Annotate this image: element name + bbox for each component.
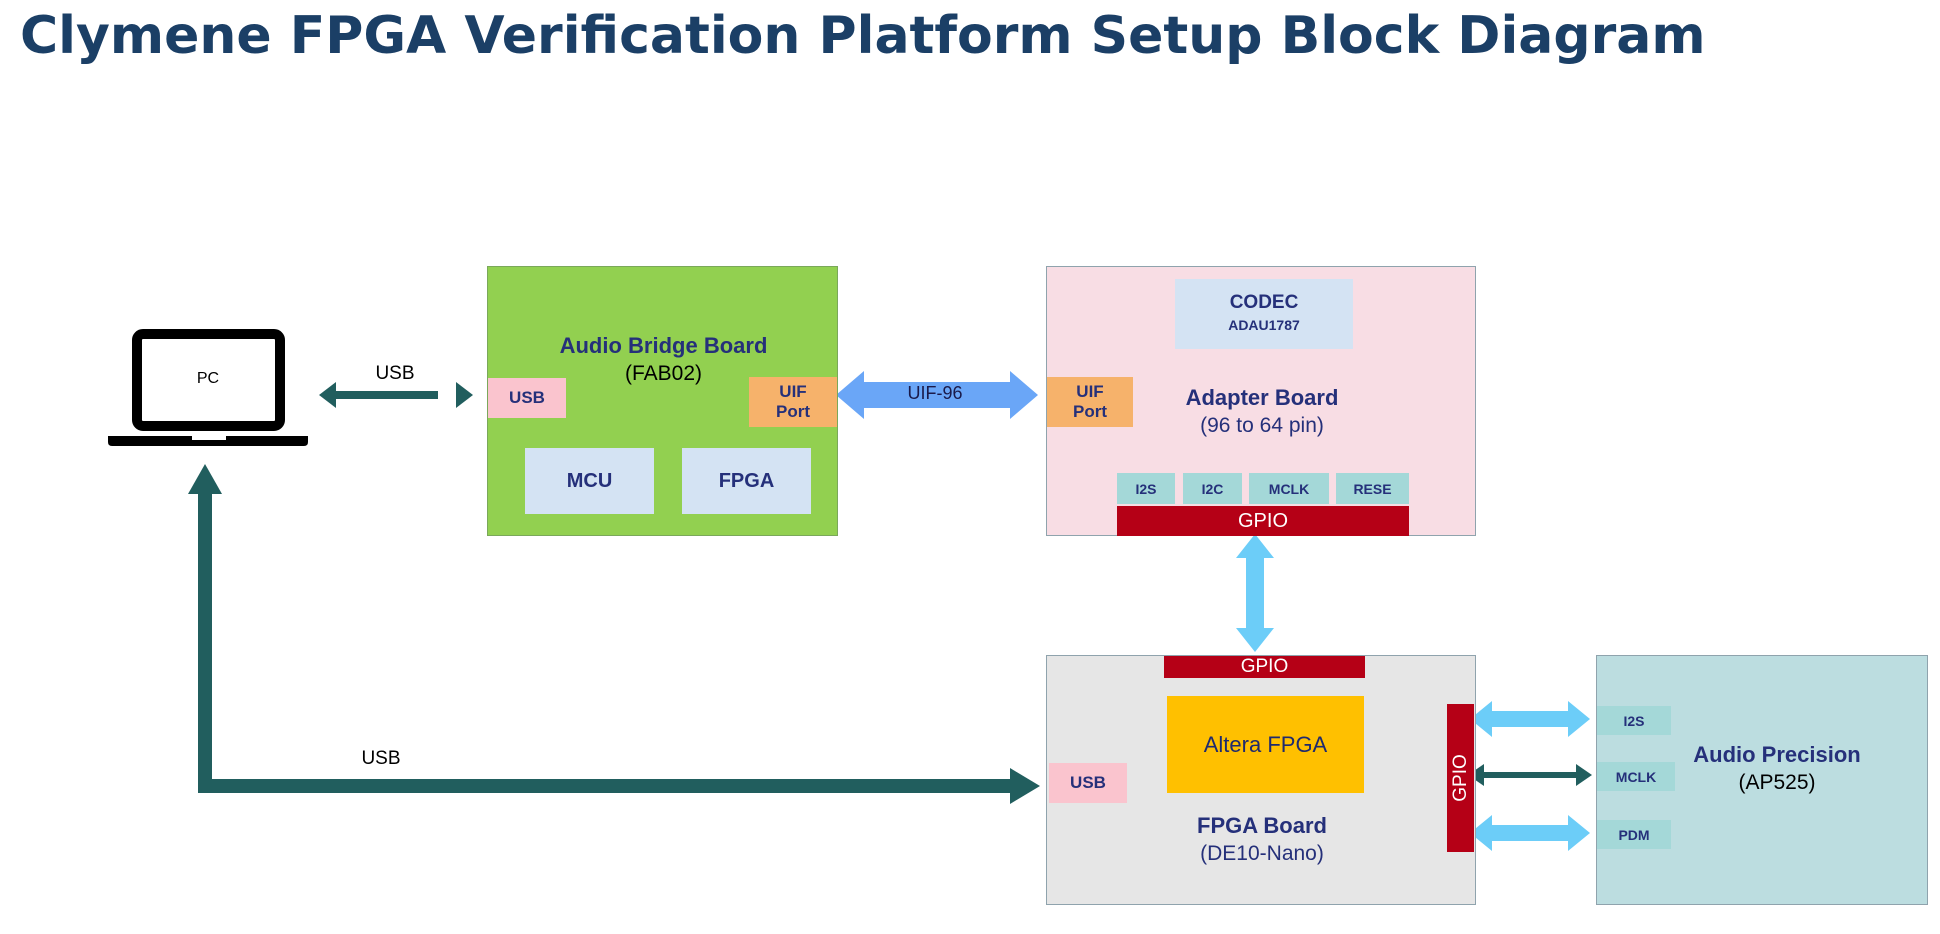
bridge-board-subtitle: (FAB02) [624, 362, 703, 385]
usb-arrow-pc-fpga [188, 464, 1040, 804]
codec-block[interactable]: CODEC ADAU1787 [1175, 279, 1353, 349]
fpga-board-title: FPGA Board [1197, 813, 1327, 838]
adapter-gpio-label: GPIO [1237, 509, 1288, 532]
adapter-uif-port[interactable]: UIF Port [1047, 377, 1133, 427]
ap-signal-pdm[interactable]: PDM [1597, 820, 1671, 849]
adapter-signal-i2s-label: I2S [1135, 480, 1157, 497]
audio-bridge-board[interactable]: Audio Bridge Board (FAB02) USB UIF Port … [487, 266, 838, 536]
ap-signal-mclk[interactable]: MCLK [1597, 762, 1675, 791]
altera-fpga-label: Altera FPGA [1203, 731, 1328, 757]
fpga-usb-label: USB [1070, 773, 1106, 792]
fpga-gpio-top-header[interactable]: GPIO [1164, 656, 1365, 678]
adapter-signal-i2c[interactable]: I2C [1183, 473, 1242, 504]
audio-precision[interactable]: Audio Precision (AP525) I2S MCLK PDM [1596, 655, 1928, 905]
pdm-arrow [1470, 815, 1590, 851]
fpga-gpio-top-label: GPIO [1240, 656, 1289, 677]
codec-label: CODEC [1229, 292, 1299, 313]
bridge-usb-label: USB [509, 388, 545, 407]
codec-part-label: ADAU1787 [1228, 317, 1300, 333]
usb-arrow-pc-bridge [319, 382, 473, 408]
ap-signal-i2s[interactable]: I2S [1597, 706, 1671, 735]
adapter-uif-line1: UIF [1076, 382, 1104, 401]
ap-signal-pdm-label: PDM [1618, 826, 1650, 843]
gpio-vertical-arrow [1236, 534, 1274, 652]
bridge-board-title: Audio Bridge Board [559, 333, 768, 358]
adapter-signal-i2s[interactable]: I2S [1117, 473, 1175, 504]
adapter-signal-i2c-label: I2C [1201, 480, 1224, 497]
altera-fpga-chip[interactable]: Altera FPGA [1167, 696, 1364, 793]
uif-label: UIF-96 [907, 383, 963, 403]
page-title: Clymene FPGA Verification Platform Setup… [20, 6, 1706, 66]
adapter-signal-rese[interactable]: RESE [1336, 473, 1409, 504]
mcu-label: MCU [566, 469, 613, 492]
bridge-uif-port[interactable]: UIF Port [749, 377, 837, 427]
ap-title: Audio Precision [1693, 742, 1861, 767]
fpga-board[interactable]: GPIO Altera FPGA USB FPGA Board (DE10-Na… [1046, 655, 1476, 905]
mcu-block[interactable]: MCU [525, 448, 654, 514]
bridge-fpga-label: FPGA [718, 469, 775, 492]
fpga-board-subtitle: (DE10-Nano) [1200, 842, 1324, 865]
ap-signal-mclk-label: MCLK [1615, 768, 1657, 785]
adapter-signal-mclk-label: MCLK [1268, 480, 1310, 497]
adapter-signal-rese-label: RESE [1353, 480, 1392, 497]
usb-label-pc-bridge: USB [375, 363, 415, 384]
pc-label: PC [196, 370, 220, 387]
mclk-arrow [1468, 764, 1592, 786]
ap-subtitle: (AP525) [1738, 771, 1816, 794]
fpga-gpio-side-header[interactable]: GPIO [1447, 704, 1474, 852]
bridge-fpga-block[interactable]: FPGA [682, 448, 811, 514]
bridge-uif-line1: UIF [779, 382, 807, 401]
adapter-gpio-header[interactable]: GPIO [1117, 506, 1409, 536]
usb-label-pc-fpga: USB [361, 748, 401, 769]
bridge-uif-line2: Port [776, 402, 810, 421]
adapter-board-subtitle: (96 to 64 pin) [1200, 414, 1324, 437]
adapter-board[interactable]: CODEC ADAU1787 Adapter Board (96 to 64 p… [1046, 266, 1476, 536]
fpga-usb-port[interactable]: USB [1049, 763, 1127, 803]
uif-arrow [836, 371, 1038, 419]
adapter-signal-mclk[interactable]: MCLK [1249, 473, 1329, 504]
i2s-arrow [1470, 701, 1590, 737]
bridge-usb-port[interactable]: USB [488, 378, 566, 418]
adapter-uif-line2: Port [1073, 402, 1107, 421]
fpga-gpio-side-label: GPIO [1449, 754, 1471, 802]
ap-signal-i2s-label: I2S [1623, 712, 1645, 729]
adapter-board-title: Adapter Board [1185, 385, 1339, 410]
